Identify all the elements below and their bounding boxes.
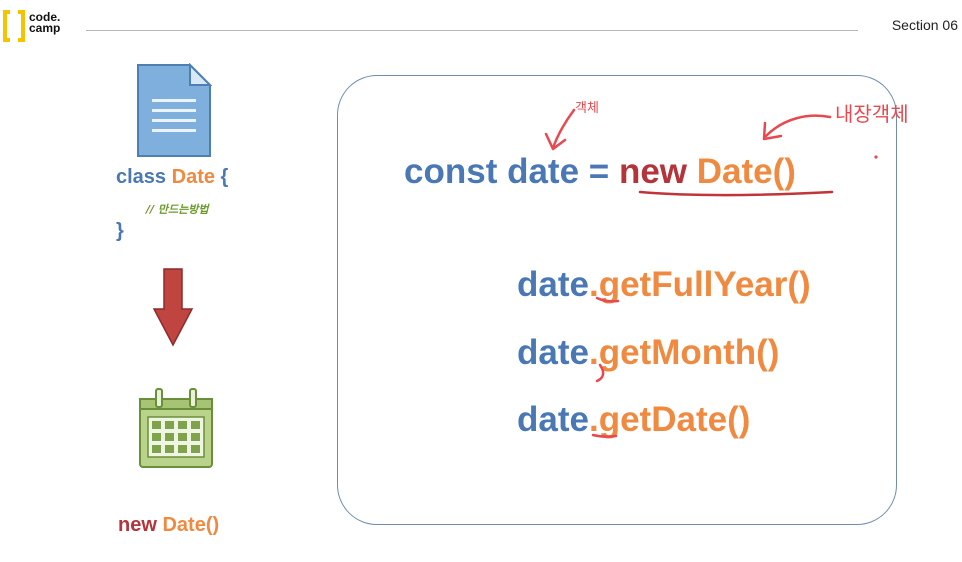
new-date-instance: new Date()	[118, 514, 219, 537]
class-name: Date	[171, 166, 215, 188]
open-brace: {	[220, 166, 229, 188]
dot-operator: .	[588, 400, 599, 439]
date-constructor: Date()	[696, 152, 796, 191]
date-declaration: const date = new Date()	[404, 152, 796, 192]
method-name: getFullYear()	[598, 265, 811, 304]
new-keyword: new	[118, 514, 157, 536]
code-example-box	[337, 75, 897, 525]
method-line-getmonth: date.getMonth()	[517, 333, 779, 373]
class-declaration: class Date {	[116, 166, 228, 189]
class-keyword: class	[116, 166, 167, 188]
method-name: getDate()	[598, 400, 751, 439]
document-icon	[137, 63, 212, 157]
section-label: Section 06	[891, 17, 958, 33]
annotation-object: 객체	[575, 101, 599, 116]
logo-bracket-icon	[3, 10, 25, 42]
date-object: date	[517, 333, 589, 372]
date-constructor: Date()	[162, 514, 220, 536]
down-arrow-icon	[152, 268, 194, 347]
dot-operator: .	[588, 265, 599, 304]
new-keyword: new	[618, 152, 688, 191]
logo-text: code. camp	[29, 10, 61, 35]
date-object: date	[517, 265, 589, 304]
header-divider	[86, 30, 858, 31]
date-object: date	[517, 400, 589, 439]
class-comment: // 만드는방법	[146, 203, 209, 216]
annotation-builtin-object: 내장객체	[835, 102, 909, 126]
method-name: getMonth()	[598, 333, 780, 372]
method-line-getfullyear: date.getFullYear()	[517, 265, 811, 305]
dot-operator: .	[588, 333, 599, 372]
const-date-assign: const date =	[404, 152, 610, 191]
close-brace: }	[116, 220, 124, 242]
calendar-icon	[139, 388, 213, 468]
method-line-getdate: date.getDate()	[517, 400, 750, 440]
